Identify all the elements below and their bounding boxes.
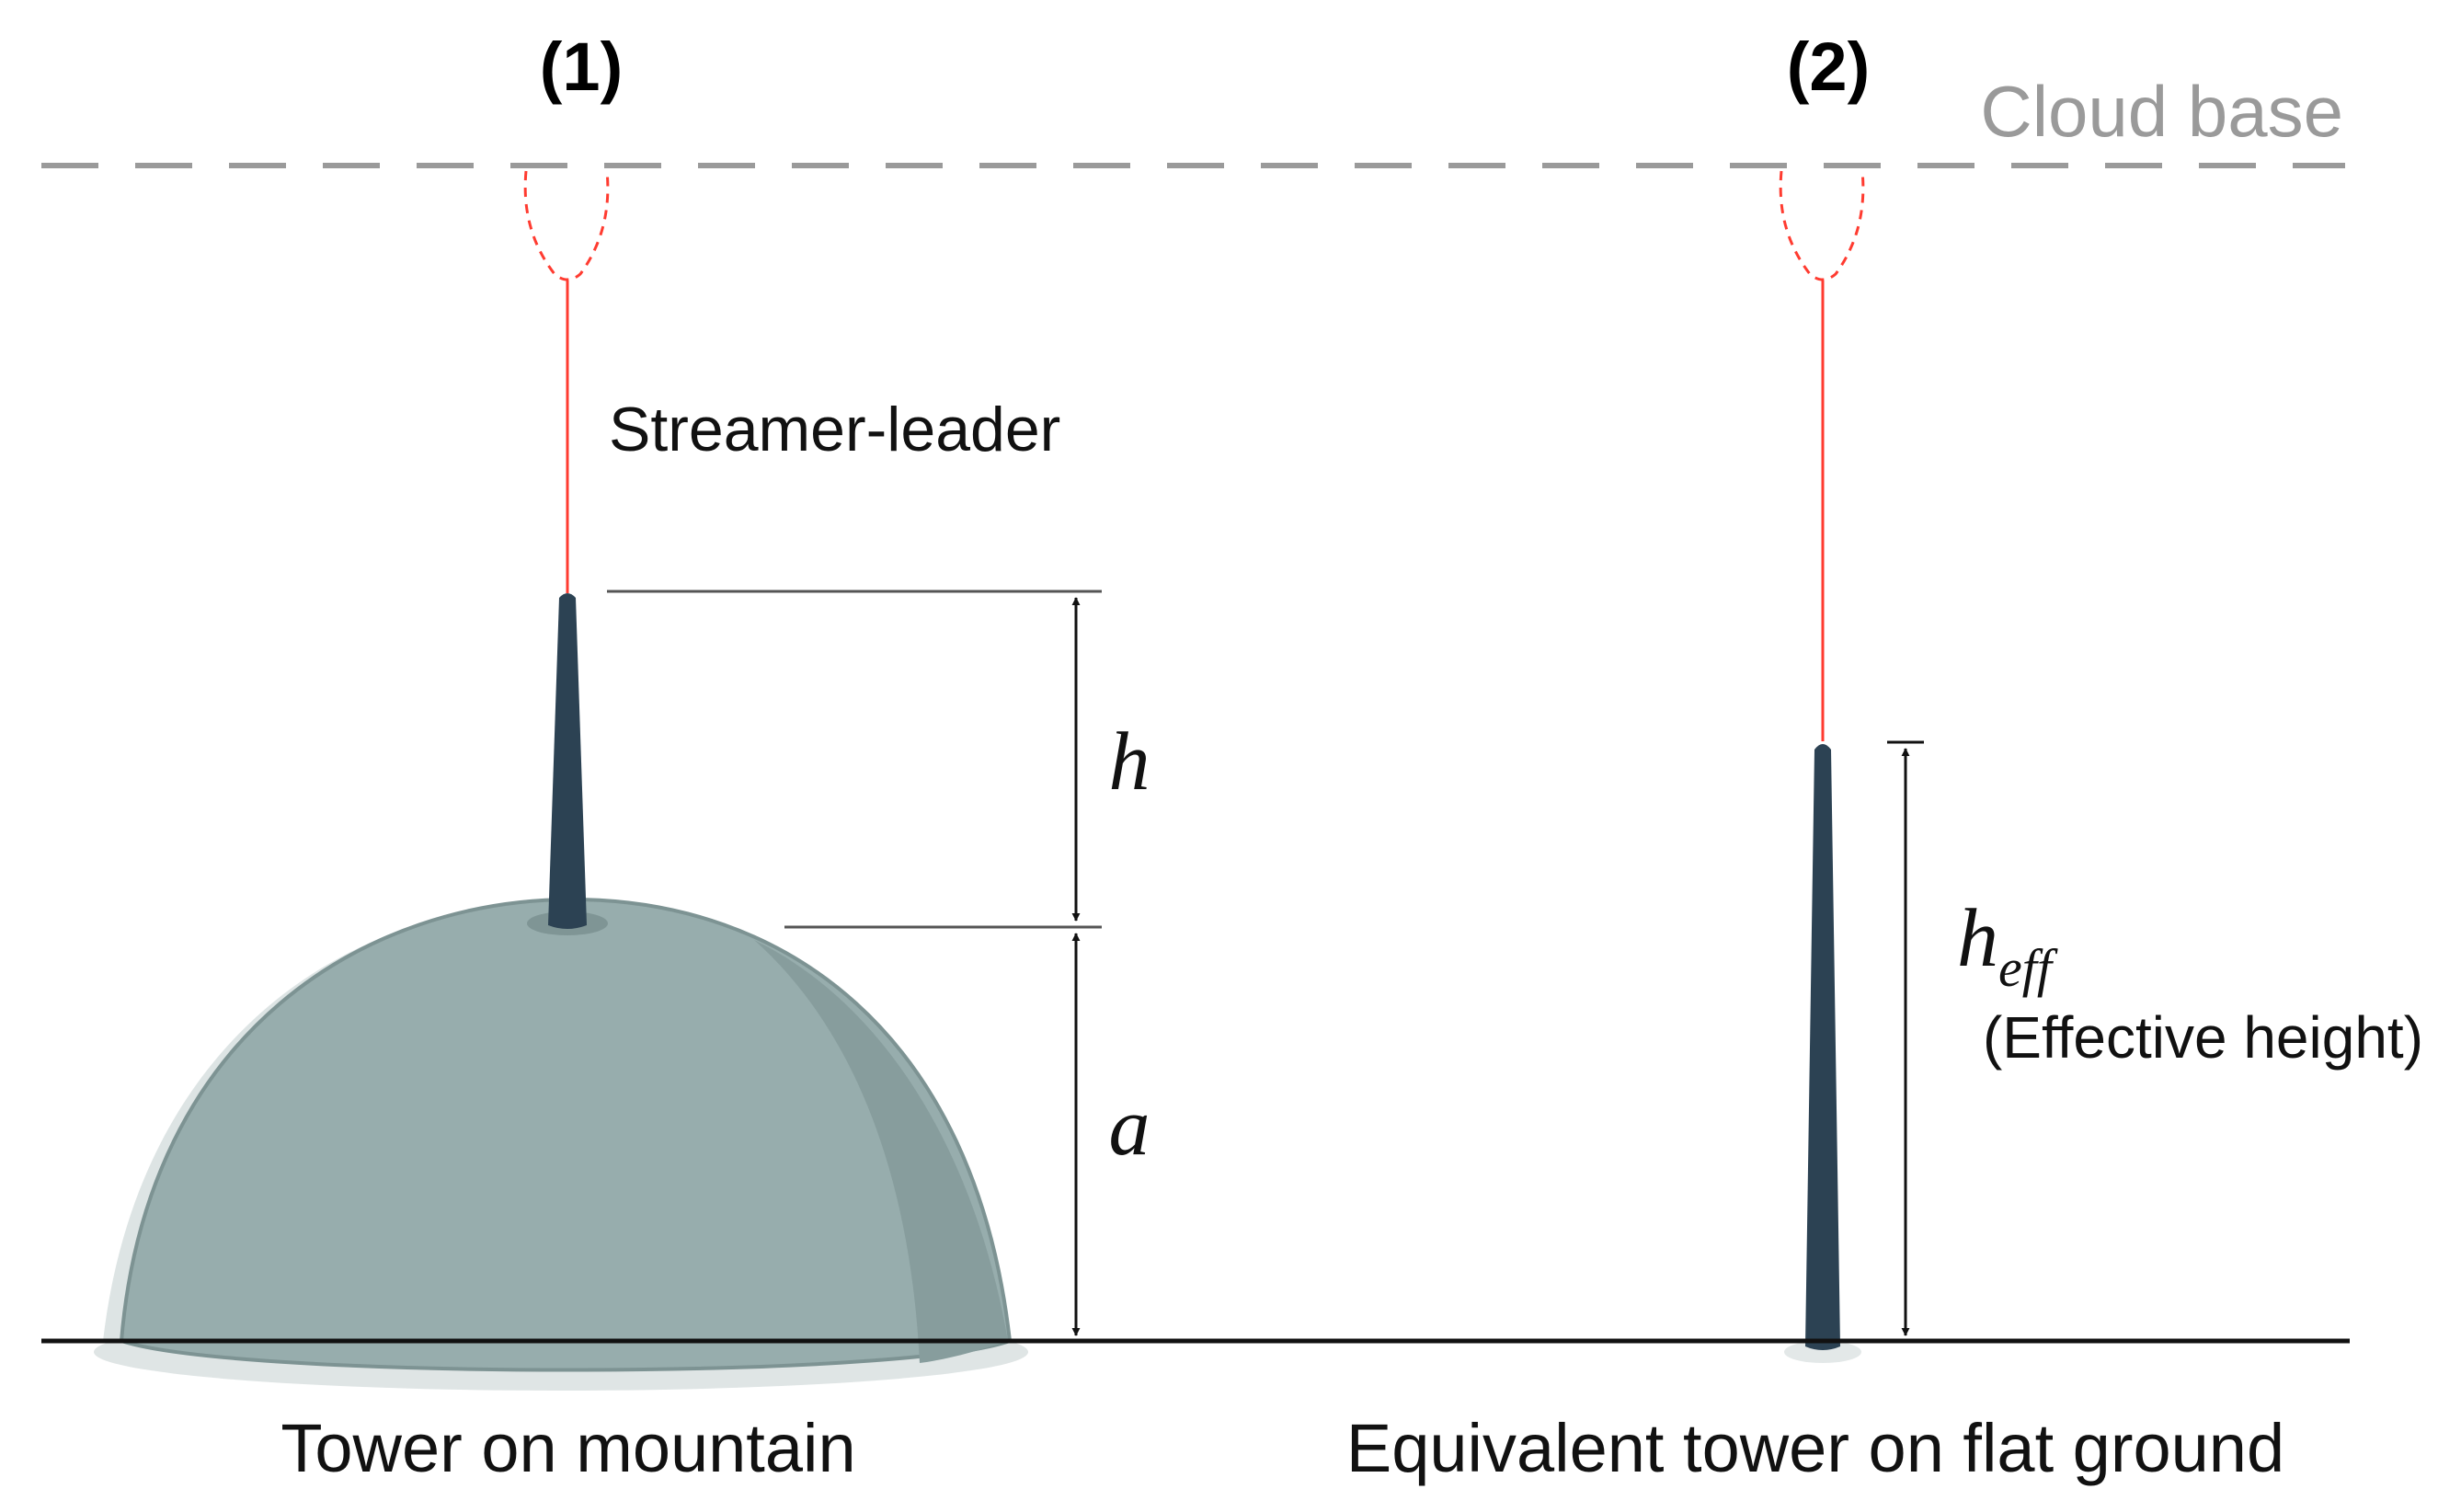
caption-tower-on-mountain: Tower on mountain — [280, 1410, 855, 1486]
streamer-leader-label: Streamer-leader — [609, 395, 1060, 464]
dimension-heff-label: heff — [1957, 893, 2058, 998]
leader-tip-2 — [1779, 170, 1865, 281]
dimension-h-label: h — [1109, 716, 1150, 808]
panel-number-1: (1) — [540, 29, 623, 105]
heff-base: h — [1957, 893, 1998, 984]
tower-2-footprint — [1784, 1341, 1861, 1363]
panel-number-2: (2) — [1787, 29, 1870, 105]
cloud-base-label: Cloud base — [1980, 71, 2343, 152]
dimension-a-label: a — [1109, 1082, 1150, 1173]
leader-tip-1 — [523, 170, 610, 281]
tower-2 — [1805, 744, 1840, 1350]
effective-height-caption: (Effective height) — [1983, 1004, 2423, 1071]
mountain — [119, 897, 1013, 1372]
tower-1 — [548, 593, 587, 929]
heff-subscript: eff — [1998, 938, 2058, 998]
caption-equivalent-tower: Equivalent tower on flat ground — [1346, 1410, 2284, 1486]
mountain-shading — [754, 940, 1008, 1363]
